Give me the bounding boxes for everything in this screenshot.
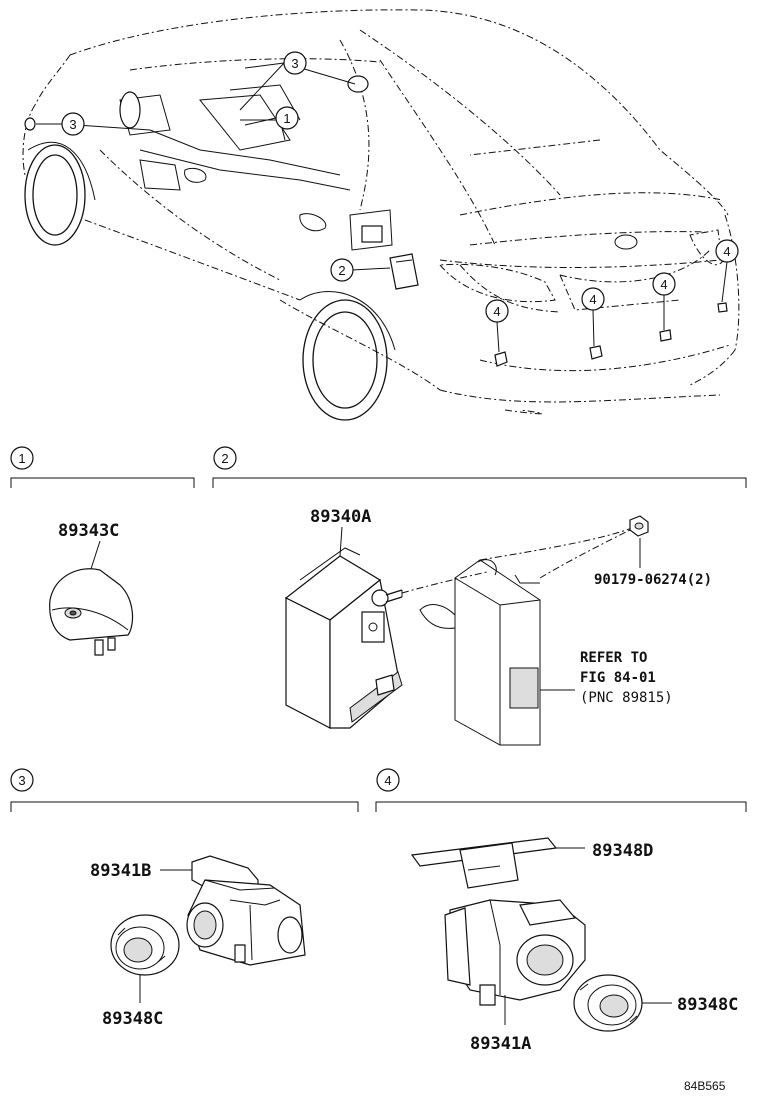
callout-number: 3	[69, 117, 76, 132]
clip-89348D	[410, 837, 558, 889]
bracket-module	[419, 559, 541, 746]
callout-number: 2	[338, 263, 345, 278]
callout-number: 4	[589, 292, 596, 307]
section-3: 3 89341B 89348C	[10, 768, 359, 1029]
section-4-badge	[376, 768, 400, 792]
bolt	[371, 589, 403, 607]
callout-circle-2-car: 2	[330, 258, 354, 282]
reference-line-2: FIG 84-01	[580, 670, 656, 686]
section-3-number: 3	[18, 773, 25, 788]
callout-number: 4	[660, 277, 667, 292]
section-4-bracket	[375, 801, 747, 812]
section-1-number: 1	[18, 451, 25, 466]
callout-number: 1	[283, 111, 290, 126]
part-label-89341B: 89341B	[90, 861, 151, 881]
ring-89348C-left	[110, 914, 180, 976]
section-1-badge	[10, 446, 34, 470]
part-label-89343C: 89343C	[58, 521, 119, 541]
section-4: 4 89348D 89341A 89348C	[375, 768, 747, 1054]
part-label-89341A: 89341A	[470, 1034, 531, 1054]
section-3-bracket	[10, 801, 359, 812]
ring-89348C-right	[573, 974, 643, 1032]
ecu-89340A	[284, 547, 403, 729]
part-label-90179-06274: 90179-06274(2)	[594, 572, 712, 588]
callout-circle-4-d: 4	[715, 239, 739, 263]
nut-90179-06274	[629, 515, 649, 537]
section-2-bracket	[212, 477, 747, 488]
section-2: 2 89340A 90179	[212, 446, 747, 746]
sensor-89341A	[444, 899, 586, 1006]
reference-line-1: REFER TO	[580, 650, 647, 666]
part-label-89348C-right: 89348C	[677, 995, 738, 1015]
section-2-number: 2	[221, 451, 228, 466]
section-2-badge	[213, 446, 237, 470]
sensor-89341B	[186, 855, 306, 966]
section-4-number: 4	[384, 773, 391, 788]
callout-circle-3-top: 3	[283, 51, 307, 75]
callout-circle-1-car: 1	[275, 106, 299, 130]
callout-circle-3-left: 3	[61, 112, 85, 136]
callout-circle-4-c: 4	[652, 272, 676, 296]
callout-circle-4-b: 4	[581, 287, 605, 311]
sensor-89343C	[49, 568, 134, 656]
callout-number: 4	[493, 304, 500, 319]
section-1-bracket	[10, 477, 195, 488]
reference-line-3: (PNC 89815)	[580, 690, 673, 706]
callout-number: 3	[291, 56, 298, 71]
callout-number: 4	[723, 244, 730, 259]
section-1: 1 89343C	[10, 446, 195, 656]
part-label-89348D: 89348D	[592, 841, 653, 861]
callout-circle-4-a: 4	[485, 299, 509, 323]
car-illustration	[22, 9, 740, 421]
figure-code: 84B565	[684, 1079, 726, 1093]
section-3-badge	[10, 768, 34, 792]
part-label-89348C-left: 89348C	[102, 1009, 163, 1029]
part-label-89340A: 89340A	[310, 507, 371, 527]
